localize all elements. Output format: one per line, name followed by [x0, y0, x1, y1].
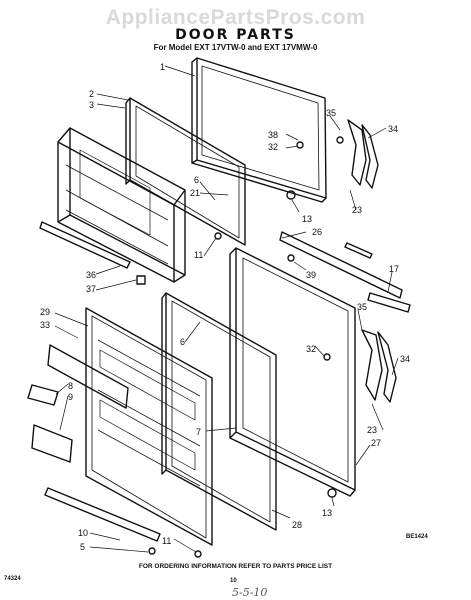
- callout-3: 3: [89, 100, 94, 110]
- diagram-subtitle: For Model EXT 17VTW-0 and EXT 17VMW-0: [153, 43, 318, 52]
- callout-29: 29: [40, 307, 50, 317]
- door-shelf-33: [47, 344, 129, 409]
- freezer-door-liner: [57, 127, 186, 283]
- callout-11-bottom: 11: [162, 536, 171, 546]
- ordering-footer: FOR ORDERING INFORMATION REFER TO PARTS …: [138, 563, 333, 570]
- callout-13-bottom: 13: [322, 508, 332, 518]
- handwritten-note: 5-5-10: [232, 586, 268, 599]
- callout-35-bottom: 35: [357, 302, 367, 312]
- callout-27: 27: [371, 438, 381, 448]
- callout-6-bottom: 6: [180, 337, 185, 347]
- callout-26: 26: [312, 227, 322, 237]
- callout-23-bottom: 23: [367, 425, 377, 435]
- hinge-bottom: [148, 232, 397, 558]
- callout-34-top: 34: [388, 124, 398, 134]
- callout-2: 2: [89, 89, 94, 99]
- freezer-door-panel: [191, 57, 327, 203]
- callout-28: 28: [292, 520, 302, 530]
- callout-32-bottom: 32: [306, 344, 316, 354]
- drawing-code: BE1424: [406, 534, 428, 540]
- callout-39: 39: [306, 270, 316, 280]
- callout-34-bottom: 34: [400, 354, 410, 364]
- callout-21: 21: [190, 188, 200, 198]
- diagram-title: DOOR PARTS: [175, 27, 296, 43]
- callout-13-top: 13: [302, 214, 312, 224]
- callout-11-top: 11: [194, 250, 203, 260]
- callout-10: 10: [78, 528, 88, 538]
- callout-17: 17: [389, 264, 399, 274]
- page-number: 10: [230, 578, 237, 584]
- hinge-top: [286, 119, 379, 200]
- callout-9: 9: [68, 392, 73, 402]
- callout-23-top: 23: [352, 205, 362, 215]
- fresh-food-door-liner: [85, 307, 213, 546]
- fresh-food-frame: [161, 292, 277, 531]
- page-code: 74324: [4, 576, 21, 582]
- callout-6-top: 6: [194, 175, 199, 185]
- callout-32-top: 32: [268, 142, 278, 152]
- leader-lines: [54, 65, 399, 553]
- callout-33: 33: [40, 320, 50, 330]
- callout-35-top: 35: [326, 108, 336, 118]
- callout-7: 7: [196, 427, 201, 437]
- callout-1: 1: [160, 62, 165, 72]
- callout-36: 36: [86, 270, 96, 280]
- clip-37: [136, 275, 146, 285]
- watermark: AppliancePartsPros.com: [105, 6, 366, 29]
- bin-8: [27, 384, 59, 406]
- freezer-door-gasket: [125, 97, 246, 246]
- trim-strip-10: [44, 487, 161, 542]
- callout-8: 8: [68, 381, 73, 391]
- handle-strip-17: [367, 292, 411, 313]
- trim-strip-36: [39, 221, 131, 269]
- fresh-food-door-gasket: [229, 247, 356, 497]
- callout-37: 37: [86, 284, 96, 294]
- bin-9: [31, 424, 73, 463]
- callout-38: 38: [268, 130, 278, 140]
- handle-strip-26: [279, 231, 403, 299]
- callout-5: 5: [80, 542, 85, 552]
